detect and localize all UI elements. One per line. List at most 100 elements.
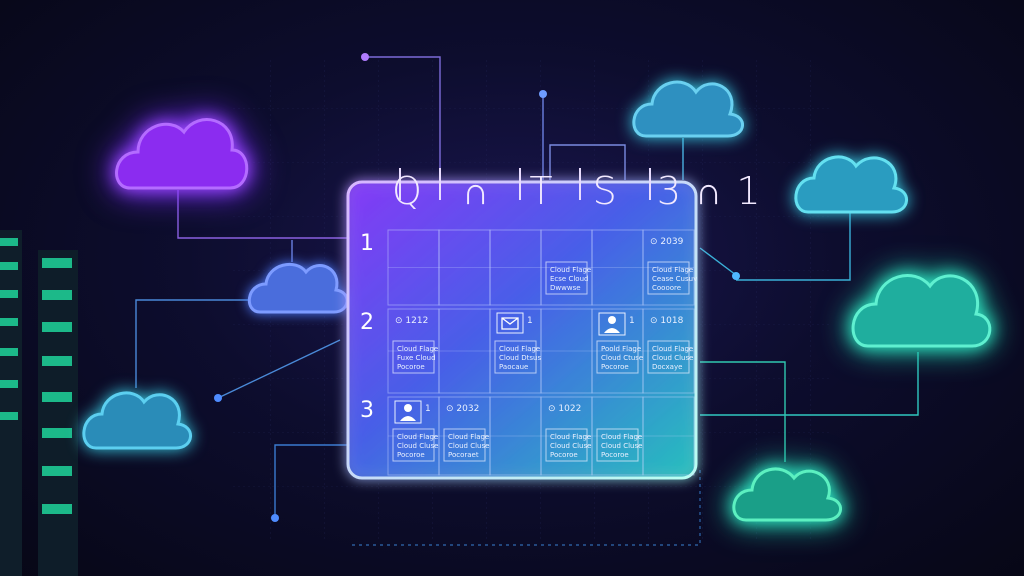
calendar-title: Q ∩ T S 3∩1: [392, 169, 775, 213]
user-icon-frame: [598, 312, 626, 336]
event-card: [647, 340, 690, 374]
event-card: [494, 340, 537, 374]
event-line: Cloud Cluse: [601, 442, 642, 450]
event-header: ⊙ 2039: [650, 237, 684, 247]
mail-icon-frame: [496, 312, 524, 334]
event-line: Cloud Flage: [448, 433, 489, 441]
event-line: Coooore: [652, 284, 681, 292]
cloud-teal-bottom-right-icon: [732, 467, 842, 522]
event-line: Cloud Cluse: [397, 442, 438, 450]
event-line: Dwwwse: [550, 284, 581, 292]
event-header: 1: [629, 316, 635, 326]
event-line: Cloud Flage: [550, 433, 591, 441]
cloud-cyan-bottom-left-icon: [82, 391, 192, 450]
cloud-cyan-right-icon: [794, 155, 908, 214]
event-line: Poold Flage: [601, 345, 641, 353]
calendar-cell[interactable]: [540, 308, 593, 394]
event-line: Cloud Cluse: [550, 442, 591, 450]
event-line: Cloud Flage: [397, 433, 438, 441]
event-line: Cloud Flage: [550, 266, 591, 274]
event-line: Cease Cusuv: [652, 275, 697, 283]
calendar-cell[interactable]: [642, 229, 695, 306]
row-number: 1: [360, 231, 374, 256]
event-header: ⊙ 1018: [650, 316, 684, 326]
event-line: Cloud Flage: [652, 345, 693, 353]
event-card: [647, 261, 690, 295]
event-line: Paocaue: [499, 363, 528, 371]
event-header: ⊙ 2032: [446, 404, 479, 414]
calendar-cell[interactable]: [438, 229, 491, 306]
event-header: 1: [425, 404, 431, 414]
calendar-cell[interactable]: [591, 229, 644, 306]
calendar-cell[interactable]: [489, 396, 542, 476]
calendar-rings: [399, 168, 651, 200]
event-line: Pocoroe: [601, 451, 629, 459]
calendar-cell[interactable]: [387, 229, 440, 306]
calendar-cell[interactable]: [591, 308, 644, 394]
mail-icon: [501, 317, 519, 330]
event-line: Cloud Flage: [652, 266, 693, 274]
event-line: Pocoroe: [397, 451, 425, 459]
user-icon: [404, 404, 412, 412]
event-line: Cloud Dtsus: [499, 354, 541, 362]
calendar-frame: [346, 180, 698, 480]
calendar-cell[interactable]: [591, 396, 644, 476]
event-line: Docxaye: [652, 363, 682, 371]
calendar-cell[interactable]: [540, 229, 593, 306]
calendar-cell[interactable]: [438, 396, 491, 476]
event-header: ⊙ 1212: [395, 316, 428, 326]
event-line: Cloud Flage: [397, 345, 438, 353]
event-card: [545, 428, 588, 462]
event-card: [596, 340, 639, 374]
event-card: [545, 261, 588, 295]
event-line: Ecse Cloud: [550, 275, 588, 283]
user-icon-body: [604, 328, 620, 333]
event-line: Pocoroe: [397, 363, 425, 371]
event-line: Cloud Flage: [499, 345, 540, 353]
user-icon: [608, 316, 616, 324]
connector-lines: [135, 56, 919, 546]
event-line: Cloud Cluse: [652, 354, 693, 362]
event-card: [443, 428, 486, 462]
event-header: 1: [527, 316, 533, 326]
calendar-cell[interactable]: [540, 396, 593, 476]
calendar-cell[interactable]: [489, 229, 542, 306]
event-line: Cloud Ctuse: [601, 354, 643, 362]
event-line: Pocoroe: [550, 451, 578, 459]
event-header: ⊙ 1022: [548, 404, 581, 414]
calendar-cell[interactable]: [387, 396, 440, 476]
event-card: [392, 428, 435, 462]
row-number: 3: [360, 398, 374, 423]
server-rack-icon: [0, 230, 78, 576]
event-line: Cloud Cluse: [448, 442, 489, 450]
calendar-cell[interactable]: [438, 308, 491, 394]
event-card: [596, 428, 639, 462]
row-number: 2: [360, 310, 374, 335]
cloud-violet-left-icon: [115, 118, 249, 190]
event-line: Cloud Flage: [601, 433, 642, 441]
calendar-cell[interactable]: [642, 396, 695, 476]
calendar-cell[interactable]: [489, 308, 542, 394]
event-card: [392, 340, 435, 374]
cloud-blue-mid-left-icon: [247, 262, 349, 314]
row-numbers: 1 2 3: [360, 231, 374, 423]
event-line: Fuxe Cloud: [397, 354, 436, 362]
cloud-teal-right-icon: [851, 274, 992, 348]
calendar-cell[interactable]: [642, 308, 695, 394]
event-line: Pocoroe: [601, 363, 629, 371]
calendar-cell[interactable]: [387, 308, 440, 394]
user-icon-body: [400, 416, 416, 421]
